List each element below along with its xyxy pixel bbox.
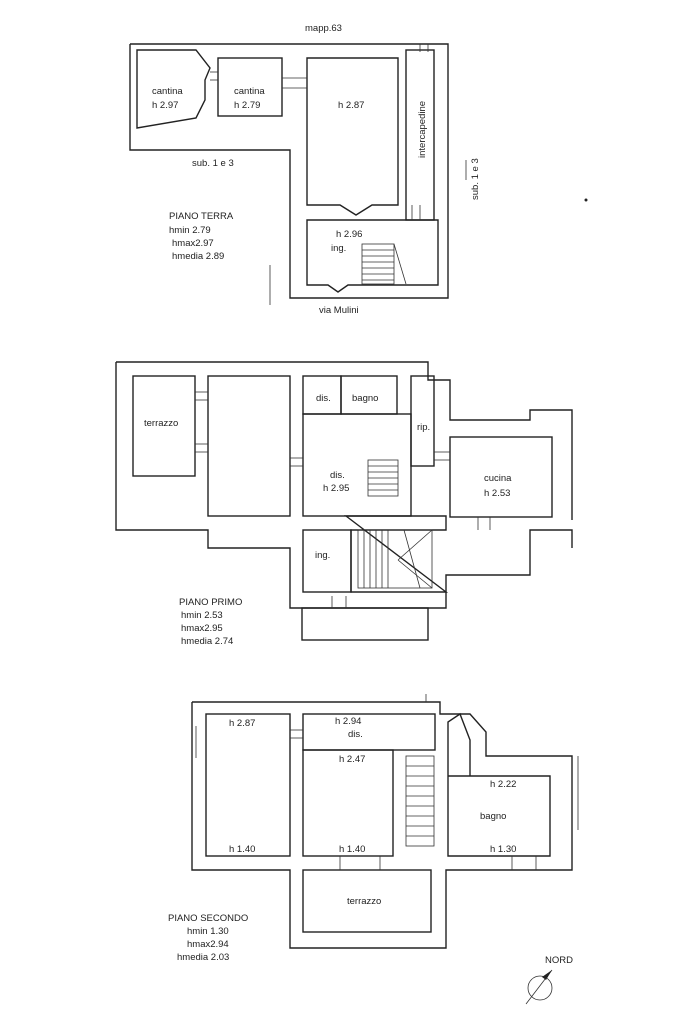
piano-primo-doors	[195, 391, 491, 608]
bagno-2-walls	[447, 712, 551, 857]
dis-main-label: dis.	[330, 470, 345, 481]
ingresso-height: h 2.96	[336, 229, 362, 240]
ingresso-1-label: ing.	[315, 550, 330, 561]
street-label: via Mulini	[319, 305, 359, 316]
piano-terra-stairs	[361, 243, 407, 285]
cucina-height: h 2.53	[484, 488, 510, 499]
ingresso-1-walls	[302, 529, 352, 593]
piano-secondo-stairs	[405, 755, 435, 847]
mid-room-height-top: h 2.47	[339, 754, 365, 765]
bagno-2-height-top: h 2.22	[490, 779, 516, 790]
cantina-1-height: h 2.97	[152, 100, 178, 111]
ingresso-walls	[306, 219, 439, 293]
piano-primo-plan: terrazzo dis. bagno rip. dis. h 2.95 cuc…	[115, 361, 573, 647]
cantina-1-walls	[136, 49, 211, 129]
sub-right-label: sub. 1 e 3	[470, 158, 481, 200]
dis-2-height: h 2.94	[335, 716, 361, 727]
piano-terra-hmax: hmax2.97	[172, 238, 214, 249]
piano-secondo-plan: h 2.87 h 1.40 h 2.94 dis. h 2.47 h 1.40 …	[168, 694, 579, 963]
main-room-height: h 2.87	[338, 100, 364, 111]
dis-main-walls	[302, 413, 412, 517]
dis-main-height: h 2.95	[323, 483, 349, 494]
terrazzo-2-walls	[302, 869, 432, 933]
left-room-walls	[205, 713, 291, 857]
cantina-2-label: cantina	[234, 86, 265, 97]
piano-terra-hmin: hmin 2.79	[169, 225, 211, 236]
left-room-height-bottom: h 1.40	[229, 844, 255, 855]
piano-secondo-hmin: hmin 1.30	[187, 926, 229, 937]
piano-terra-outline	[129, 43, 449, 299]
mid-room-height-bottom: h 1.40	[339, 844, 365, 855]
main-room-walls	[306, 57, 399, 216]
cantina-2-walls	[217, 57, 283, 117]
piano-terra-hmedia: hmedia 2.89	[172, 251, 224, 262]
left-room-height-top: h 2.87	[229, 718, 255, 729]
mid-room-walls	[302, 749, 394, 857]
piano-primo-top-wall	[116, 361, 573, 520]
bagno-1-label: bagno	[352, 393, 378, 404]
stair-bay-walls	[343, 515, 449, 593]
piano-secondo-hmedia: hmedia 2.03	[177, 952, 229, 963]
cantina-2-height: h 2.79	[234, 100, 260, 111]
ingresso-label: ing.	[331, 243, 346, 254]
cucina-label: cucina	[484, 473, 512, 484]
piano-primo-hmax: hmax2.95	[181, 623, 223, 634]
north-label: NORD	[545, 955, 573, 966]
dot-mark	[584, 198, 588, 202]
bagno-2-label: bagno	[480, 811, 506, 822]
piano-terra-doors	[210, 44, 467, 305]
piano-secondo-outline	[191, 701, 573, 949]
piano-terra-plan: mapp.63	[129, 23, 588, 316]
cucina-walls	[449, 436, 553, 518]
piano-primo-balcony	[301, 607, 429, 641]
piano-primo-hmedia: hmedia 2.74	[181, 636, 233, 647]
piano-primo-title: PIANO PRIMO	[179, 597, 242, 608]
piano-primo-stairs	[357, 459, 433, 589]
terrazzo-2-label: terrazzo	[347, 896, 381, 907]
room-large-walls	[207, 375, 291, 517]
mapp-label: mapp.63	[305, 23, 342, 34]
intercapedine-label: intercapedine	[417, 101, 428, 158]
piano-terra-title: PIANO TERRA	[169, 211, 234, 222]
cantina-1-label: cantina	[152, 86, 183, 97]
piano-secondo-hmax: hmax2.94	[187, 939, 229, 950]
dis-2-walls	[302, 713, 436, 751]
north-arrow-icon: NORD	[525, 955, 573, 1005]
piano-secondo-title: PIANO SECONDO	[168, 913, 248, 924]
sub-left-label: sub. 1 e 3	[192, 158, 234, 169]
piano-primo-hmin: hmin 2.53	[181, 610, 223, 621]
dis-2-label: dis.	[348, 729, 363, 740]
rip-walls	[410, 375, 435, 467]
piano-secondo-doors	[195, 694, 579, 870]
bagno-2-height-bottom: h 1.30	[490, 844, 516, 855]
terrazzo-1-label: terrazzo	[144, 418, 178, 429]
rip-label: rip.	[417, 422, 430, 433]
dis-small-label: dis.	[316, 393, 331, 404]
terrazzo-1-walls	[132, 375, 196, 477]
